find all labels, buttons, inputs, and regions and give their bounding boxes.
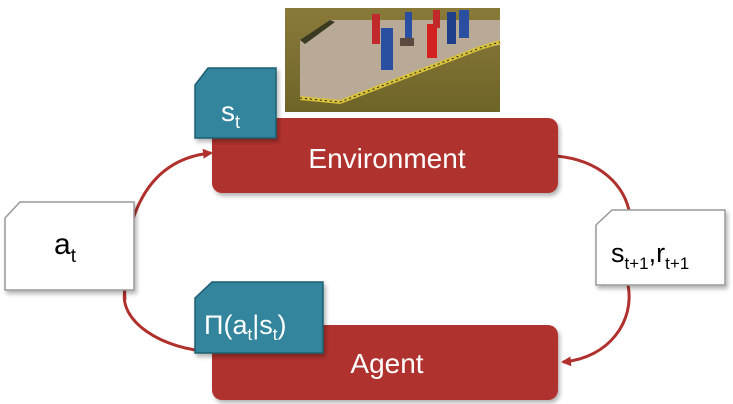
state-tag-base: s [221, 96, 235, 127]
policy-action-subscript: t [248, 325, 253, 344]
environment-thumbnail [285, 8, 501, 112]
state-tag-subscript: t [235, 112, 240, 132]
feedback-reward-subscript: t+1 [665, 254, 689, 273]
arrow-feedback-to-agent [561, 284, 631, 367]
feedback-separator: , [649, 238, 657, 268]
policy-bar: |s [252, 310, 273, 340]
feedback-state-subscript: t+1 [625, 254, 649, 273]
environment-label: Environment [308, 143, 465, 174]
svg-text:st: st [221, 96, 240, 132]
svg-text:st+1,rt+1: st+1,rt+1 [611, 238, 689, 273]
action-note-subscript: t [71, 246, 77, 267]
arrow-environment-to-feedback [555, 154, 632, 216]
arrow-action-to-environment [122, 148, 213, 301]
action-note-base: a [54, 228, 71, 261]
svg-text:at: at [54, 228, 77, 267]
policy-suffix: ) [278, 310, 287, 340]
feedback-note: st+1,rt+1 [595, 209, 726, 286]
feedback-state-base: s [611, 238, 625, 268]
action-note: at [4, 201, 135, 291]
svg-text:Π(at|st): Π(at|st) [204, 310, 287, 344]
feedback-reward-base: r [656, 238, 665, 268]
policy-prefix: Π(a [204, 310, 248, 340]
policy-state-subscript: t [273, 325, 278, 344]
policy-tag: Π(at|st) [194, 281, 324, 354]
state-tag: st [194, 67, 277, 139]
environment-box: Environment [212, 118, 558, 193]
agent-label: Agent [350, 348, 423, 379]
